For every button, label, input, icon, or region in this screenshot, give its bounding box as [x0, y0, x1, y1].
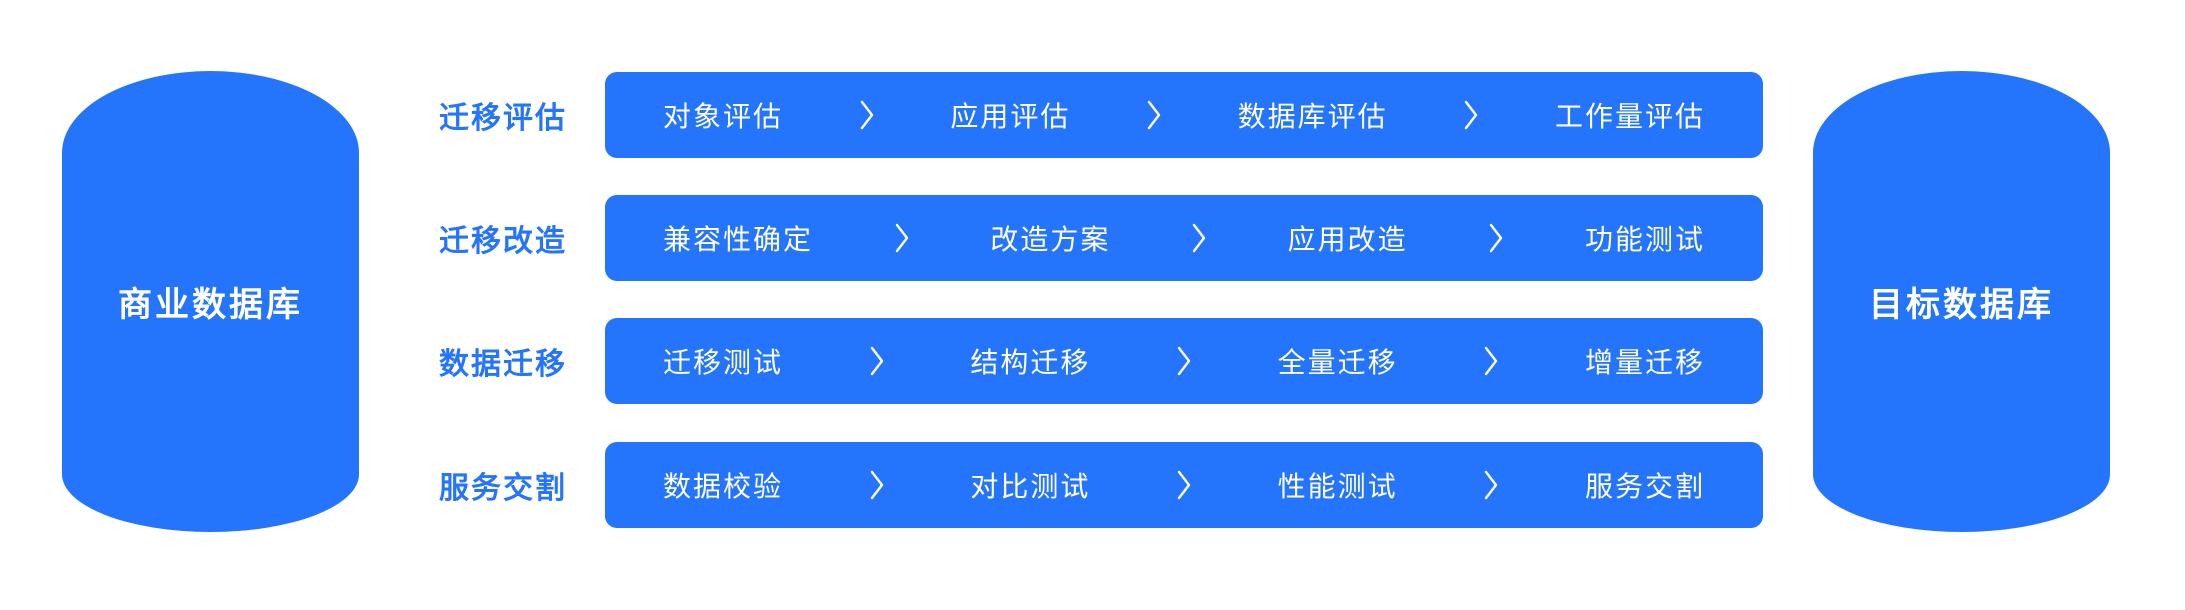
stage-bar: 兼容性确定 改造方案 应用改造 功能测试	[605, 195, 1763, 281]
row-label: 迁移改造	[439, 225, 567, 258]
stage-bar: 迁移测试 结构迁移 全量迁移 增量迁移	[605, 318, 1763, 404]
step-label: 功能测试	[1584, 224, 1705, 255]
target-database-label: 目标数据库	[1869, 286, 2054, 324]
chevron-right-icon	[870, 346, 883, 376]
stage-bar: 对象评估 应用评估 数据库评估 工作量评估	[605, 72, 1763, 158]
step-label: 工作量评估	[1554, 101, 1705, 132]
chevron-right-icon	[1177, 346, 1191, 376]
step-label: 对比测试	[970, 471, 1091, 502]
target-database-cylinder: 目标数据库	[1813, 71, 2110, 532]
chevron-right-icon	[1485, 470, 1498, 500]
stage-bar: 数据校验 对比测试 性能测试 服务交割	[605, 442, 1763, 528]
chevron-right-icon	[895, 223, 908, 253]
step-label: 应用评估	[950, 101, 1071, 132]
row-label: 服务交割	[439, 472, 567, 505]
step-label: 应用改造	[1287, 224, 1408, 255]
chevron-right-icon	[1490, 223, 1503, 253]
row-label: 数据迁移	[439, 348, 567, 381]
source-database-cylinder: 商业数据库	[62, 71, 359, 532]
step-label: 迁移测试	[663, 347, 784, 378]
step-label: 结构迁移	[970, 347, 1091, 378]
step-label: 服务交割	[1584, 471, 1705, 502]
chevron-right-icon	[870, 470, 883, 500]
step-label: 数据库评估	[1237, 101, 1388, 132]
step-label: 全量迁移	[1277, 347, 1398, 378]
step-label: 对象评估	[663, 101, 784, 132]
chevron-right-icon	[1485, 346, 1498, 376]
chevron-right-icon	[1177, 470, 1191, 500]
chevron-right-icon	[1465, 100, 1478, 130]
source-database-label: 商业数据库	[118, 286, 303, 324]
chevron-right-icon	[1192, 223, 1206, 253]
chevron-right-icon	[1147, 100, 1161, 130]
step-label: 增量迁移	[1584, 347, 1705, 378]
chevron-right-icon	[860, 100, 873, 130]
step-label: 数据校验	[663, 471, 784, 502]
step-label: 兼容性确定	[663, 224, 814, 255]
step-label: 改造方案	[990, 224, 1111, 255]
row-label: 迁移评估	[439, 102, 567, 135]
step-label: 性能测试	[1277, 471, 1398, 502]
